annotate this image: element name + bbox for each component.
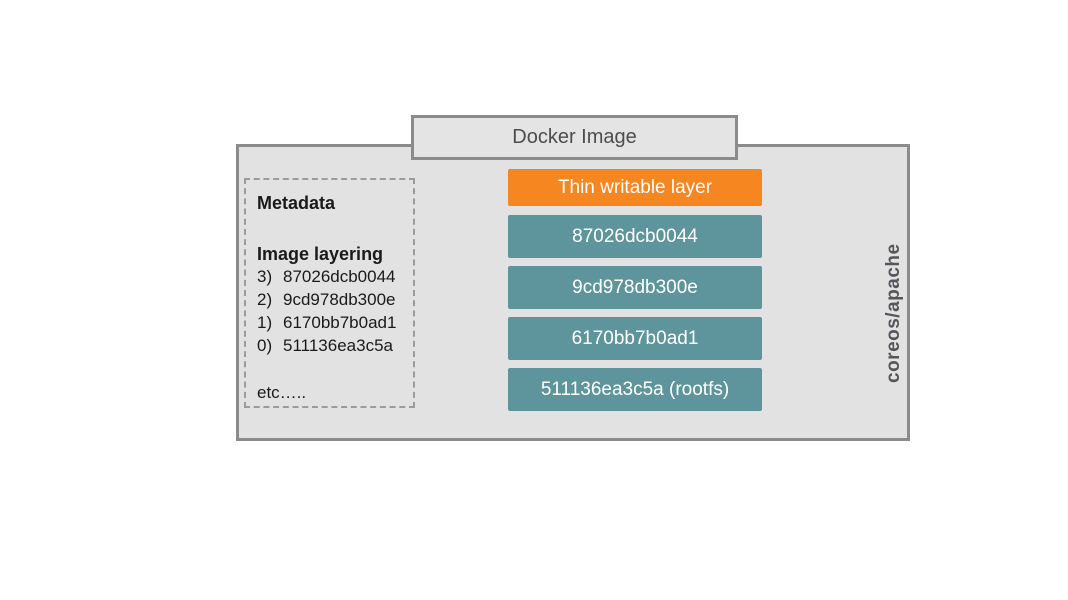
layer-index: 3): [257, 267, 273, 286]
layer-id: 87026dcb0044: [283, 267, 396, 286]
layer-id: 511136ea3c5a: [283, 336, 393, 355]
layer-87026dcb0044: 87026dcb0044: [508, 215, 762, 258]
metadata-panel: Metadata Image layering 3) 87026dcb0044 2…: [244, 178, 415, 408]
layer-id: 6170bb7b0ad1: [283, 313, 397, 332]
layer-9cd978db300e: 9cd978db300e: [508, 266, 762, 309]
metadata-layer-entry-2: 2) 9cd978db300e: [257, 288, 409, 311]
layer-6170bb7b0ad1: 6170bb7b0ad1: [508, 317, 762, 360]
layer-thin-writable: Thin writable layer: [508, 169, 762, 206]
metadata-heading: Metadata: [257, 193, 336, 213]
layer-stack: Thin writable layer 87026dcb0044 9cd978d…: [508, 169, 762, 411]
layer-index: 2): [257, 290, 273, 309]
metadata-layer-entry-1: 1) 6170bb7b0ad1: [257, 311, 409, 334]
metadata-layer-entry-3: 3) 87026dcb0044: [257, 265, 409, 288]
layer-id: 9cd978db300e: [283, 290, 396, 309]
metadata-etc: etc…..: [257, 383, 307, 402]
layer-511136ea3c5a-rootfs: 511136ea3c5a (rootfs): [508, 368, 762, 411]
layer-index: 0): [257, 336, 273, 355]
docker-image-title-box: Docker Image: [411, 115, 738, 160]
docker-image-title: Docker Image: [512, 126, 637, 148]
image-layering-heading: Image layering: [257, 244, 384, 264]
container-name-label: coreos/apache: [883, 243, 904, 383]
metadata-layer-entry-0: 0) 511136ea3c5a: [257, 334, 409, 357]
layer-index: 1): [257, 313, 273, 332]
